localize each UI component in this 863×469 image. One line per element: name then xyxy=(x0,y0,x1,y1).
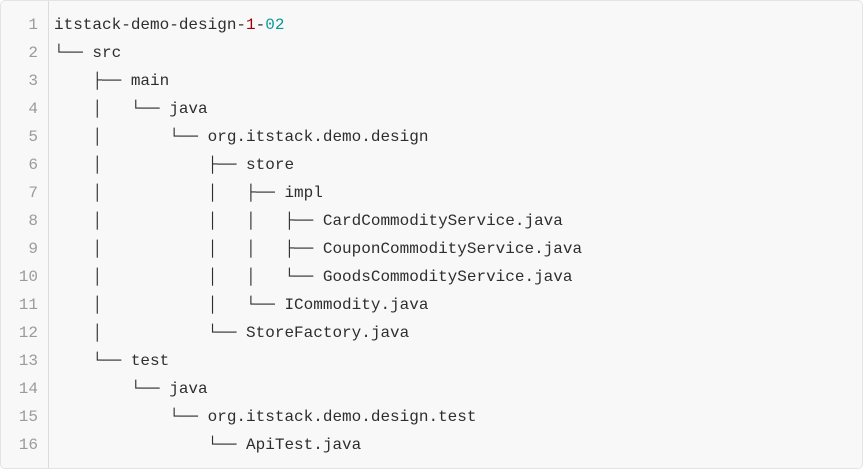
line-content: │ │ └── ICommodity.java xyxy=(48,291,428,319)
code-token: │ │ │ ├── CouponCommodityService.java xyxy=(54,240,583,258)
code-token: │ └── org.itstack.demo.design xyxy=(54,128,429,146)
code-line: 7 │ │ ├── impl xyxy=(1,179,862,207)
code-line: 16 └── ApiTest.java xyxy=(1,431,862,459)
code-token: └── test xyxy=(54,352,170,370)
code-token: ├── main xyxy=(54,72,170,90)
code-line: 13 └── test xyxy=(1,347,862,375)
code-token: 1 xyxy=(246,16,256,34)
line-number: 1 xyxy=(28,16,38,34)
code-line: 10 │ │ │ └── GoodsCommodityService.java xyxy=(1,263,862,291)
code-token: └── ApiTest.java xyxy=(54,436,362,454)
code-line: 8 │ │ │ ├── CardCommodityService.java xyxy=(1,207,862,235)
code-line: 5 │ └── org.itstack.demo.design xyxy=(1,123,862,151)
line-number: 8 xyxy=(28,212,38,230)
code-token: │ │ ├── impl xyxy=(54,184,323,202)
code-token: │ └── StoreFactory.java xyxy=(54,324,410,342)
line-number: 14 xyxy=(18,380,38,398)
line-content: ├── main xyxy=(48,67,169,95)
line-number: 11 xyxy=(18,296,38,314)
line-number: 13 xyxy=(18,352,38,370)
code-line: 12 │ └── StoreFactory.java xyxy=(1,319,862,347)
line-content: └── test xyxy=(48,347,169,375)
code-token: itstack-demo-design- xyxy=(54,16,247,34)
line-number: 6 xyxy=(28,156,38,174)
line-content: │ └── StoreFactory.java xyxy=(48,319,409,347)
line-content: └── org.itstack.demo.design.test xyxy=(48,403,476,431)
line-content: │ │ │ ├── CouponCommodityService.java xyxy=(48,235,582,263)
line-content: │ └── org.itstack.demo.design xyxy=(48,123,428,151)
code-token: │ │ │ ├── CardCommodityService.java xyxy=(54,212,563,230)
line-content: └── java xyxy=(48,375,208,403)
line-number: 12 xyxy=(18,324,38,342)
code-line: 6 │ ├── store xyxy=(1,151,862,179)
code-line: 14 └── java xyxy=(1,375,862,403)
line-content: └── ApiTest.java xyxy=(48,431,362,459)
line-number: 9 xyxy=(28,240,38,258)
line-content: │ │ │ ├── CardCommodityService.java xyxy=(48,207,563,235)
gutter-divider xyxy=(48,1,49,468)
code-line: 2 └── src xyxy=(1,39,862,67)
line-number: 16 xyxy=(18,436,38,454)
line-number: 3 xyxy=(28,72,38,90)
code-token: │ │ └── ICommodity.java xyxy=(54,296,429,314)
code-token: │ └── java xyxy=(54,100,208,118)
code-token: └── org.itstack.demo.design.test xyxy=(54,408,477,426)
line-number: 2 xyxy=(28,44,38,62)
code-line: 3 ├── main xyxy=(1,67,862,95)
code-line: 9 │ │ │ ├── CouponCommodityService.java xyxy=(1,235,862,263)
line-content: │ │ ├── impl xyxy=(48,179,323,207)
code-line: 11 │ │ └── ICommodity.java xyxy=(1,291,862,319)
line-content: └── src xyxy=(48,39,121,67)
code-token: - xyxy=(255,16,266,34)
code-token: 02 xyxy=(265,16,285,34)
code-line: 4 │ └── java xyxy=(1,95,862,123)
line-number: 4 xyxy=(28,100,38,118)
line-number: 10 xyxy=(18,268,38,286)
line-content: itstack-demo-design-1-02 xyxy=(48,11,284,39)
code-token: │ ├── store xyxy=(54,156,295,174)
line-number: 7 xyxy=(28,184,38,202)
line-content: │ └── java xyxy=(48,95,208,123)
code-token: └── src xyxy=(54,44,122,62)
line-content: │ ├── store xyxy=(48,151,294,179)
line-number: 15 xyxy=(18,408,38,426)
code-token: └── java xyxy=(54,380,208,398)
line-number: 5 xyxy=(28,128,38,146)
code-token: │ │ │ └── GoodsCommodityService.java xyxy=(54,268,573,286)
code-line: 15 └── org.itstack.demo.design.test xyxy=(1,403,862,431)
line-content: │ │ │ └── GoodsCommodityService.java xyxy=(48,263,572,291)
